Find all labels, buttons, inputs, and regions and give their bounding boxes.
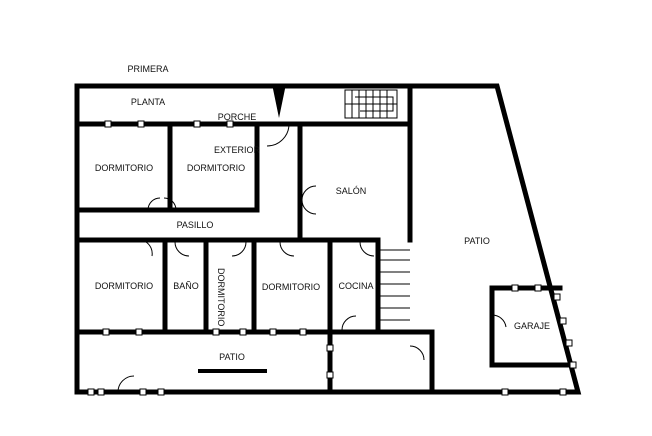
room-patio-bottom: PATIO xyxy=(219,352,245,362)
room-porche-line2: EXTERIOR xyxy=(213,145,260,155)
room-garaje: GARAJE xyxy=(513,321,550,331)
room-dormitorio-4: DORMITORIO xyxy=(216,267,226,327)
room-cocina: COCINA xyxy=(338,281,374,291)
room-porche-line1: PORCHE xyxy=(217,112,257,122)
room-bano: BAÑO xyxy=(173,281,199,291)
room-dormitorio-5: DORMITORIO xyxy=(261,282,321,292)
room-pasillo: PASILLO xyxy=(176,220,214,230)
room-dormitorio-1: DORMITORIO xyxy=(94,163,154,173)
entrance-marker xyxy=(272,84,286,118)
floor-title: PRIMERA PLANTA xyxy=(118,42,178,119)
room-dormitorio-3: DORMITORIO xyxy=(94,281,154,291)
outer-wall xyxy=(74,83,582,395)
room-dormitorio-2: DORMITORIO xyxy=(186,163,246,173)
floor-title-line2: PLANTA xyxy=(130,97,166,107)
room-porche: PORCHE EXTERIOR xyxy=(207,90,267,167)
floor-title-line1: PRIMERA xyxy=(127,64,169,74)
room-patio-right: PATIO xyxy=(464,236,490,246)
room-salon: SALÓN xyxy=(335,186,367,196)
